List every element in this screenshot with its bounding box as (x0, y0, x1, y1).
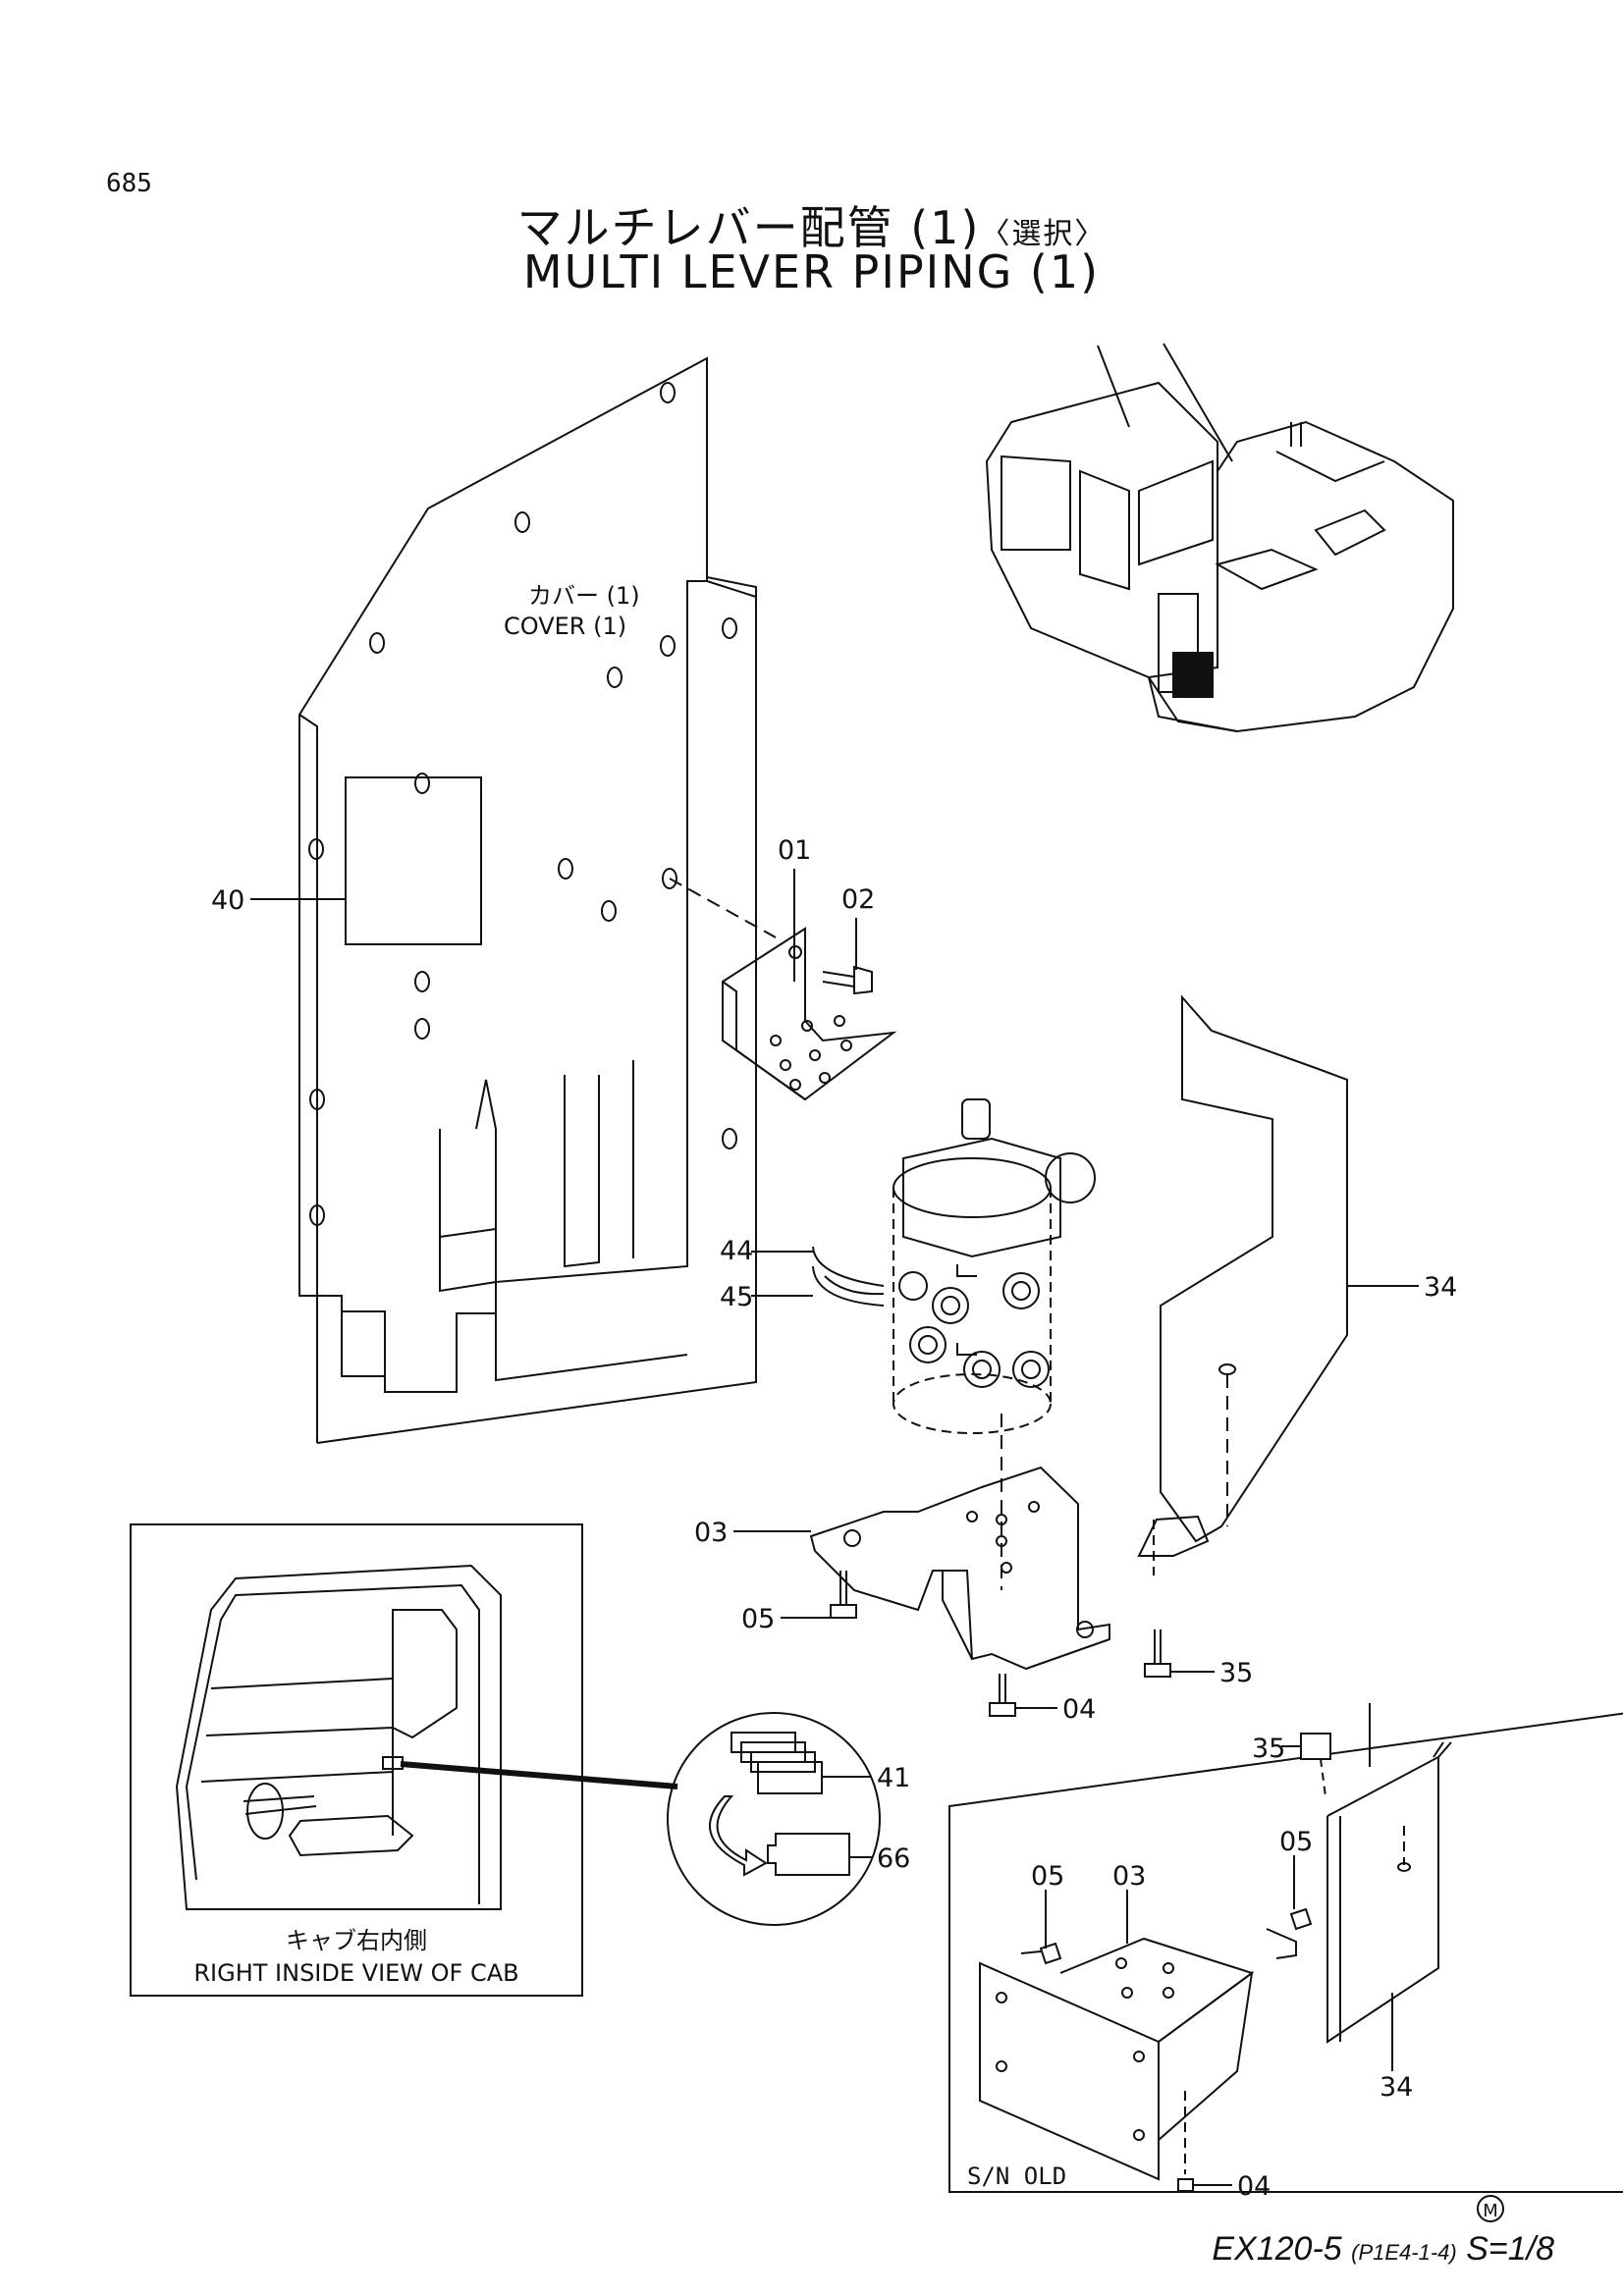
footer-code: (P1E4-1-4) (1351, 2240, 1457, 2265)
callout-02: 02 (841, 884, 875, 915)
pointer-to-detail (400, 1761, 678, 1789)
old-leader-lines (1045, 1745, 1393, 2186)
callout-old-05b: 05 (1279, 1827, 1313, 1857)
old-bolts (1020, 1733, 1331, 2192)
callout-04: 04 (1062, 1694, 1096, 1725)
title-japanese-note: 〈選択〉 (980, 217, 1107, 251)
callout-old-03: 03 (1112, 1861, 1146, 1892)
detail-circle (667, 1712, 881, 1926)
callout-03: 03 (694, 1518, 728, 1548)
bracket-03 (809, 1466, 1110, 1671)
footer-scale: S=1/8 (1466, 2230, 1554, 2268)
callout-45: 45 (720, 1282, 753, 1312)
callout-34: 34 (1424, 1272, 1457, 1303)
leader-lines (250, 869, 1419, 1709)
bolt-35 (1144, 1629, 1171, 1678)
callout-35: 35 (1219, 1658, 1253, 1688)
inset-cab-frame (130, 1523, 583, 1997)
cab-interior (175, 1564, 502, 1910)
band-44-45 (812, 1246, 885, 1307)
marker-letter: M (1483, 2201, 1498, 2221)
cover-panel (298, 356, 777, 1444)
callout-66: 66 (877, 1843, 910, 1874)
footer-model-code: EX120-5 (P1E4-1-4) S=1/8 (1212, 2230, 1554, 2269)
inset-cab-caption-en: RIGHT INSIDE VIEW OF CAB (193, 1959, 518, 1987)
title-english: MULTI LEVER PIPING (1) (522, 245, 1101, 298)
multi-lever-valve (893, 1098, 1096, 1590)
inset-old-frame (948, 1712, 1623, 2193)
bolt-02 (822, 965, 873, 995)
callout-05: 05 (741, 1604, 775, 1634)
callout-01: 01 (778, 835, 811, 866)
marker-circle (1477, 2195, 1504, 2222)
page-number: 685 (106, 169, 152, 198)
excavator-overview (985, 343, 1454, 733)
callout-old-04: 04 (1237, 2171, 1271, 2202)
callout-40: 40 (211, 885, 244, 916)
old-bracket-03 (979, 1937, 1255, 2181)
callout-41: 41 (877, 1763, 910, 1793)
cover-34 (1137, 994, 1348, 1575)
inset-cab-caption-jp: キャブ右内側 (286, 1927, 427, 1954)
title-japanese-main: マルチレバー配管 (1) (516, 201, 981, 254)
footer-model: EX120-5 (1212, 2230, 1342, 2268)
bolt-05 (830, 1571, 857, 1619)
callout-44: 44 (720, 1236, 753, 1266)
callout-old-35: 35 (1252, 1734, 1285, 1764)
cover-label-jp: カバー (1) (528, 582, 640, 610)
bolt-04 (989, 1674, 1016, 1717)
cover-label-en: COVER (1) (504, 613, 626, 640)
callout-old-34: 34 (1380, 2072, 1413, 2103)
callout-old-05a: 05 (1031, 1861, 1064, 1892)
inset-old-caption: S/N OLD (967, 2163, 1066, 2190)
old-cover-34 (1266, 1703, 1452, 2044)
label-plate-40 (345, 776, 482, 945)
bracket-01 (722, 927, 897, 1101)
detail-labels-41-66 (709, 1732, 850, 1877)
title-japanese: マルチレバー配管 (1)〈選択〉 (0, 192, 1623, 257)
